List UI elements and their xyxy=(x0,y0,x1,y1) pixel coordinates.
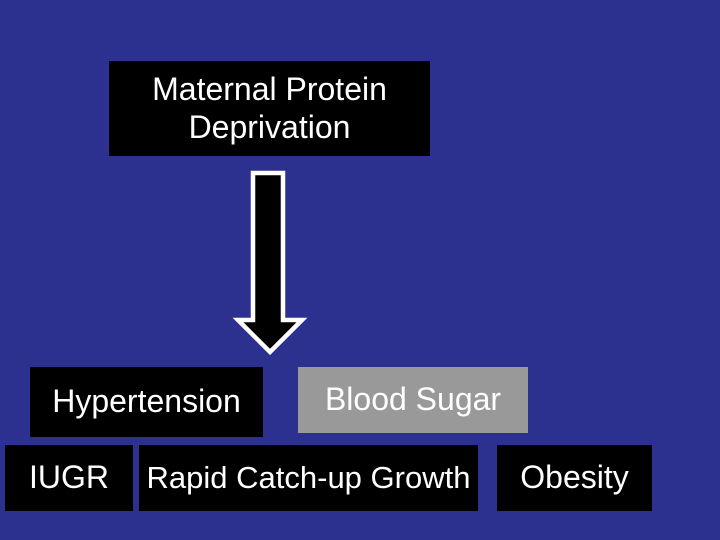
iugr-box: IUGR xyxy=(5,445,133,511)
down-arrow-icon xyxy=(230,166,310,358)
maternal-protein-deprivation-box: Maternal Protein Deprivation xyxy=(109,61,430,156)
box-label: Rapid Catch-up Growth xyxy=(146,459,471,495)
down-arrow-graphic xyxy=(232,170,308,356)
box-label: IUGR xyxy=(29,459,109,496)
hypertension-box: Hypertension xyxy=(30,367,263,437)
blood-sugar-box: Blood Sugar xyxy=(298,367,528,433)
obesity-box: Obesity xyxy=(497,445,652,511)
box-label: Blood Sugar xyxy=(324,381,502,418)
box-label: Maternal Protein Deprivation xyxy=(152,70,387,145)
box-label: Hypertension xyxy=(52,383,241,420)
rapid-catchup-growth-box: Rapid Catch-up Growth xyxy=(139,445,478,511)
box-label: Obesity xyxy=(520,459,629,496)
